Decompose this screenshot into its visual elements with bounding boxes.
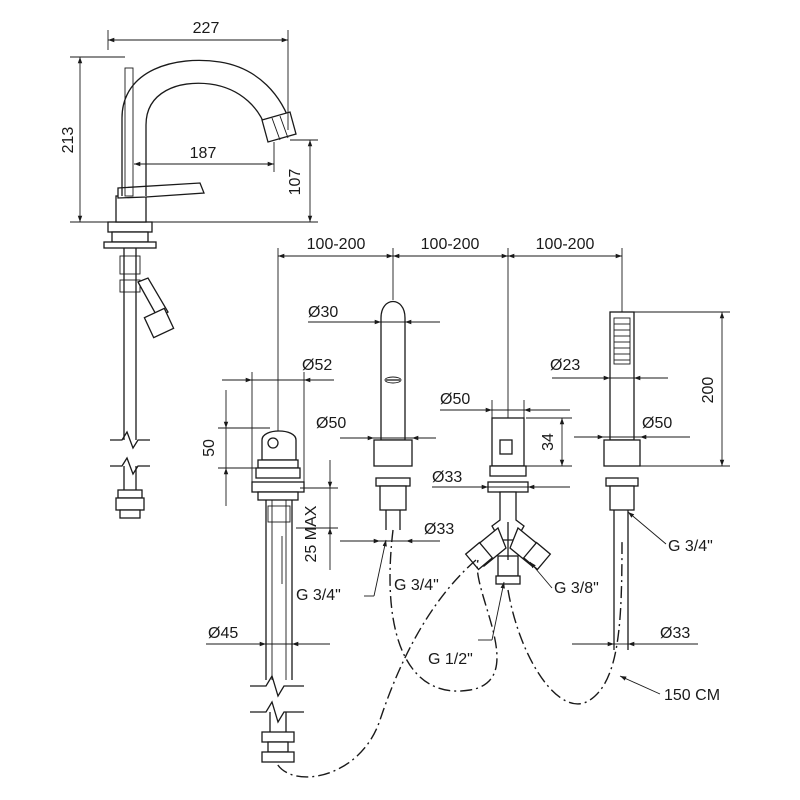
spout-side-view xyxy=(103,59,297,519)
dim-d45: Ø45 xyxy=(206,625,330,647)
dim-d30: Ø30 xyxy=(308,304,440,325)
dim-spacing: 100-200 100-200 100-200 xyxy=(277,236,623,440)
dim-label-d33-spout: Ø33 xyxy=(424,521,454,538)
dim-label-d50-shower: Ø50 xyxy=(642,415,672,432)
dim-d33-spout: Ø33 xyxy=(340,521,454,544)
label-g12: G 1/2" xyxy=(428,651,473,668)
dim-label-50: 50 xyxy=(201,439,218,457)
hoses xyxy=(275,529,623,778)
dim-25max: 25 MAX xyxy=(296,460,338,570)
label-g38: G 3/8" xyxy=(554,580,599,597)
dim-label-d33-diverter: Ø33 xyxy=(432,469,462,486)
dim-label-227: 227 xyxy=(193,20,220,37)
dim-label-34: 34 xyxy=(540,433,557,451)
valve-front-view xyxy=(250,430,305,763)
dim-d50-shower: Ø50 xyxy=(574,415,690,440)
dim-label-d50-diverter: Ø50 xyxy=(440,391,470,408)
dim-227: 227 xyxy=(107,20,289,130)
dim-label-187: 187 xyxy=(190,145,217,162)
dim-label-d30: Ø30 xyxy=(308,304,338,321)
dim-label-213: 213 xyxy=(60,127,77,154)
label-g34-valve: G 3/4" xyxy=(296,587,341,604)
dim-187: 187 xyxy=(134,142,275,172)
dim-d23: Ø23 xyxy=(550,357,668,381)
dim-label-d23: Ø23 xyxy=(550,357,580,374)
label-g34-shower: G 3/4" xyxy=(668,538,713,555)
dim-label-d33-hose: Ø33 xyxy=(660,625,690,642)
dim-label-d52: Ø52 xyxy=(302,357,332,374)
dim-200: 200 xyxy=(634,311,730,467)
dim-label-spacing-3: 100-200 xyxy=(536,236,595,253)
dim-107: 107 xyxy=(152,139,318,223)
dim-d50-spout: Ø50 xyxy=(316,415,436,441)
dim-label-spacing-2: 100-200 xyxy=(421,236,480,253)
spout-front-view xyxy=(373,301,413,530)
label-g34-spout: G 3/4" xyxy=(394,577,439,594)
dim-d52: Ø52 xyxy=(222,357,334,482)
dim-d33-hose: Ø33 xyxy=(572,625,698,647)
hand-shower-view xyxy=(603,311,641,650)
dim-34: 34 xyxy=(526,417,572,467)
dim-d33-diverter: Ø33 xyxy=(432,469,570,490)
dim-label-d45: Ø45 xyxy=(208,625,238,642)
dim-label-107: 107 xyxy=(287,169,304,196)
dim-label-d50-spout: Ø50 xyxy=(316,415,346,432)
callouts: G 3/4" G 3/4" G 3/8" G 1/2" G 3/4" 150 C… xyxy=(281,511,720,704)
dim-label-spacing-1: 100-200 xyxy=(307,236,366,253)
dim-213: 213 xyxy=(60,56,125,223)
dim-d50-diverter: Ø50 xyxy=(440,391,570,418)
label-hose-length: 150 CM xyxy=(664,687,720,704)
dim-label-200: 200 xyxy=(700,377,717,404)
diverter-view xyxy=(464,417,552,585)
dim-50-height: 50 xyxy=(201,390,270,506)
dim-label-25max: 25 MAX xyxy=(303,505,320,562)
